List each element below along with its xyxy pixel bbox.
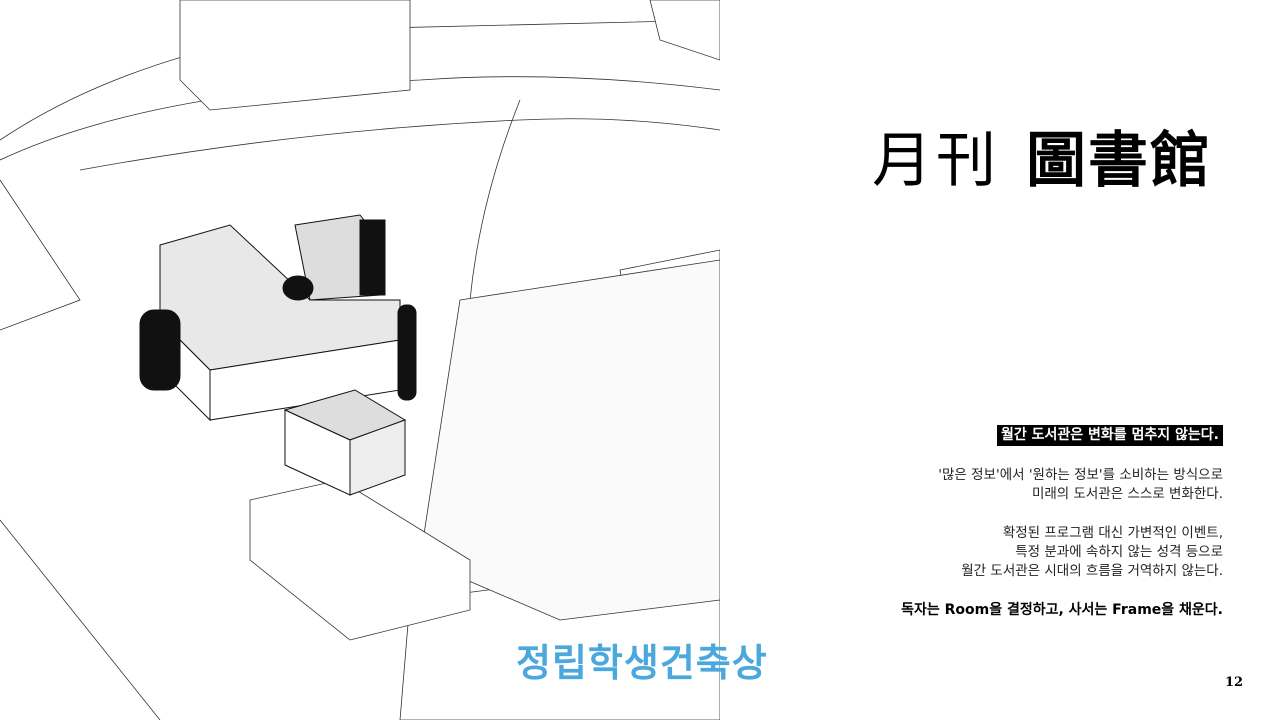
- paragraph-line: '많은 정보'에서 '원하는 정보'를 소비하는 방식으로: [938, 467, 1223, 483]
- closing-statement: 독자는 Room을 결정하고, 사서는 Frame을 채운다.: [901, 602, 1223, 618]
- paragraph-line: 특정 분과에 속하지 않는 성격 등으로: [1015, 544, 1223, 560]
- library-building: [139, 214, 417, 496]
- title-library: 圖書館: [1026, 126, 1212, 196]
- award-watermark: 정립학생건축상: [516, 641, 768, 685]
- page-number: 12: [1225, 675, 1244, 690]
- headline: 월간 도서관은 변화를 멈추지 않는다.: [996, 425, 1223, 446]
- page-title: 月刊圖書館: [872, 112, 1212, 199]
- paragraph-line: 미래의 도서관은 스스로 변화한다.: [1031, 486, 1223, 502]
- paragraph-1: '많은 정보'에서 '원하는 정보'를 소비하는 방식으로 미래의 도서관은 스…: [901, 466, 1223, 504]
- paragraph-line: 월간 도서관은 시대의 흐름을 거역하지 않는다.: [961, 563, 1223, 579]
- paragraph-line: 확정된 프로그램 대신 가변적인 이벤트,: [1002, 525, 1223, 541]
- title-monthly: 月刊: [872, 126, 1000, 196]
- paragraph-2: 확정된 프로그램 대신 가변적인 이벤트, 특정 분과에 속하지 않는 성격 등…: [901, 524, 1223, 581]
- description-block: 월간 도서관은 변화를 멈추지 않는다. '많은 정보'에서 '원하는 정보'를…: [901, 425, 1223, 620]
- axonometric-site-drawing: [0, 0, 720, 720]
